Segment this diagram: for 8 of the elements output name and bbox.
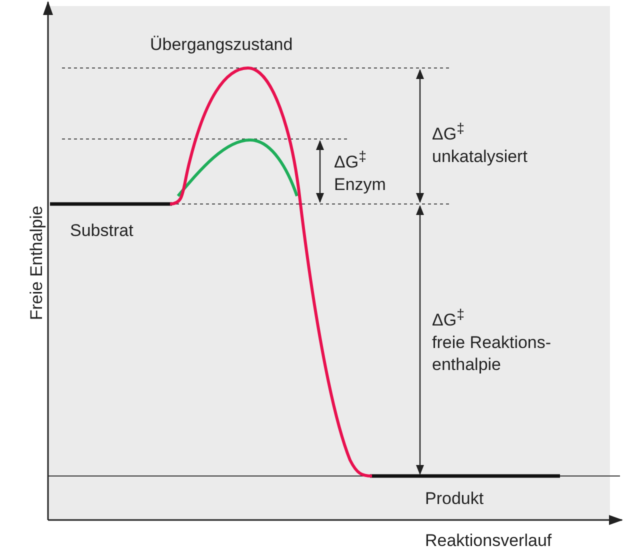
energy-label: ΔG$^{‡}$ Enzym — [334, 148, 386, 196]
state-label: Übergangszustand — [150, 34, 293, 56]
energy-label: ΔG$^{‡}$ freie Reaktions-enthalpie — [432, 306, 552, 376]
axis-title: Freie Enthalpie — [26, 204, 47, 322]
energy-label: ΔG$^{‡}$ unkatalysiert — [432, 120, 528, 168]
state-label: Produkt — [425, 488, 484, 510]
axis-title: Reaktionsverlauf — [425, 530, 552, 551]
state-label: Substrat — [70, 220, 134, 242]
